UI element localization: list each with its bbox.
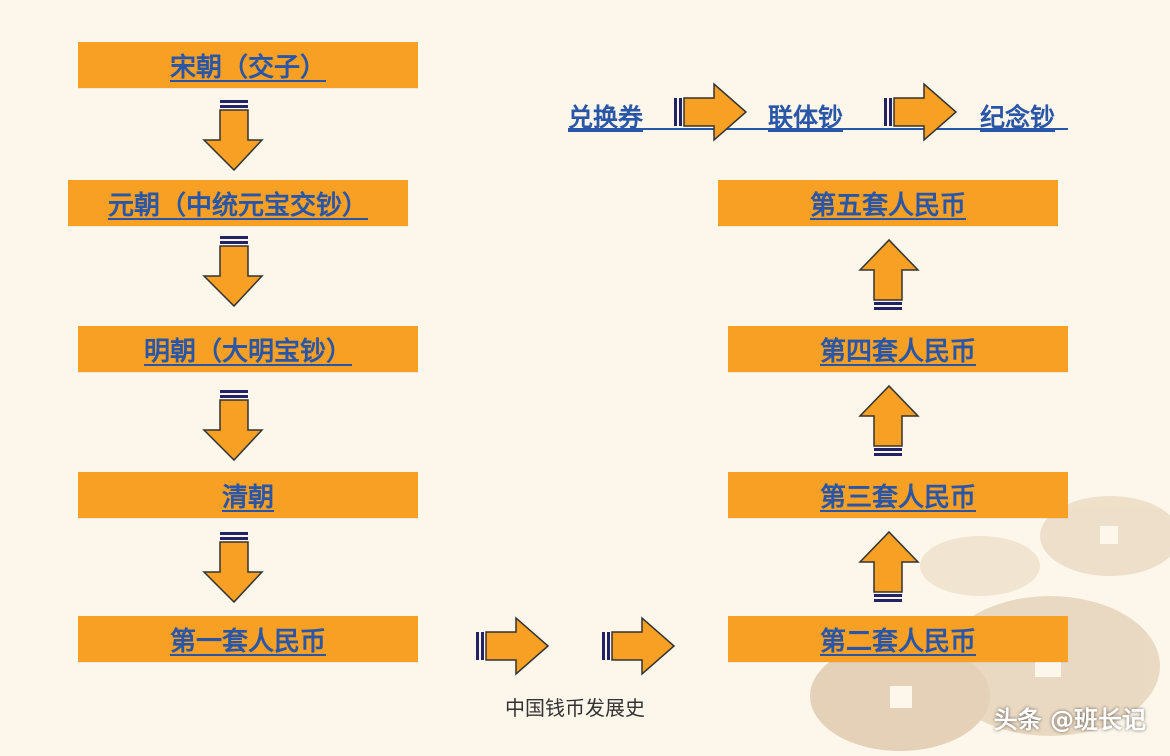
arrow-right-icon bbox=[476, 616, 550, 676]
node-song: 宋朝（交子） bbox=[78, 42, 418, 88]
node-rmb-2: 第二套人民币 bbox=[728, 616, 1068, 662]
node-rmb-3-link[interactable]: 第三套人民币 bbox=[819, 482, 976, 513]
node-rmb-4-link[interactable]: 第四套人民币 bbox=[819, 336, 976, 367]
node-rmb-5-link[interactable]: 第五套人民币 bbox=[809, 190, 966, 221]
node-qing: 清朝 bbox=[78, 472, 418, 518]
top-link-jinianchao[interactable]: 纪念钞 bbox=[980, 103, 1056, 132]
arrow-up-icon bbox=[858, 238, 920, 310]
node-rmb-3: 第三套人民币 bbox=[728, 472, 1068, 518]
node-ming: 明朝（大明宝钞） bbox=[78, 326, 418, 372]
node-rmb-4: 第四套人民币 bbox=[728, 326, 1068, 372]
arrow-down-icon bbox=[202, 100, 264, 172]
node-rmb-1: 第一套人民币 bbox=[78, 616, 418, 662]
arrow-down-icon bbox=[202, 532, 264, 604]
watermark: 头条 @班长记 bbox=[993, 706, 1146, 734]
arrow-down-icon bbox=[202, 236, 264, 308]
arrow-down-icon bbox=[202, 390, 264, 462]
arrow-right-icon bbox=[602, 616, 676, 676]
caption-title: 中国钱币发展史 bbox=[505, 696, 645, 720]
node-yuan-link[interactable]: 元朝（中统元宝交钞） bbox=[107, 190, 368, 221]
node-yuan: 元朝（中统元宝交钞） bbox=[68, 180, 408, 226]
node-ming-link[interactable]: 明朝（大明宝钞） bbox=[143, 336, 352, 367]
top-link-liantichao[interactable]: 联体钞 bbox=[768, 103, 844, 132]
node-rmb-1-link[interactable]: 第一套人民币 bbox=[169, 626, 326, 657]
top-link-duihuanquan[interactable]: 兑换券 bbox=[568, 103, 644, 132]
top-row-underline bbox=[568, 128, 1068, 130]
node-song-link[interactable]: 宋朝（交子） bbox=[169, 52, 326, 83]
node-qing-link[interactable]: 清朝 bbox=[221, 482, 274, 513]
node-rmb-5: 第五套人民币 bbox=[718, 180, 1058, 226]
arrow-right-icon bbox=[674, 82, 748, 142]
arrow-up-icon bbox=[858, 530, 920, 602]
arrow-right-icon bbox=[884, 82, 958, 142]
node-rmb-2-link[interactable]: 第二套人民币 bbox=[819, 626, 976, 657]
arrow-up-icon bbox=[858, 384, 920, 456]
